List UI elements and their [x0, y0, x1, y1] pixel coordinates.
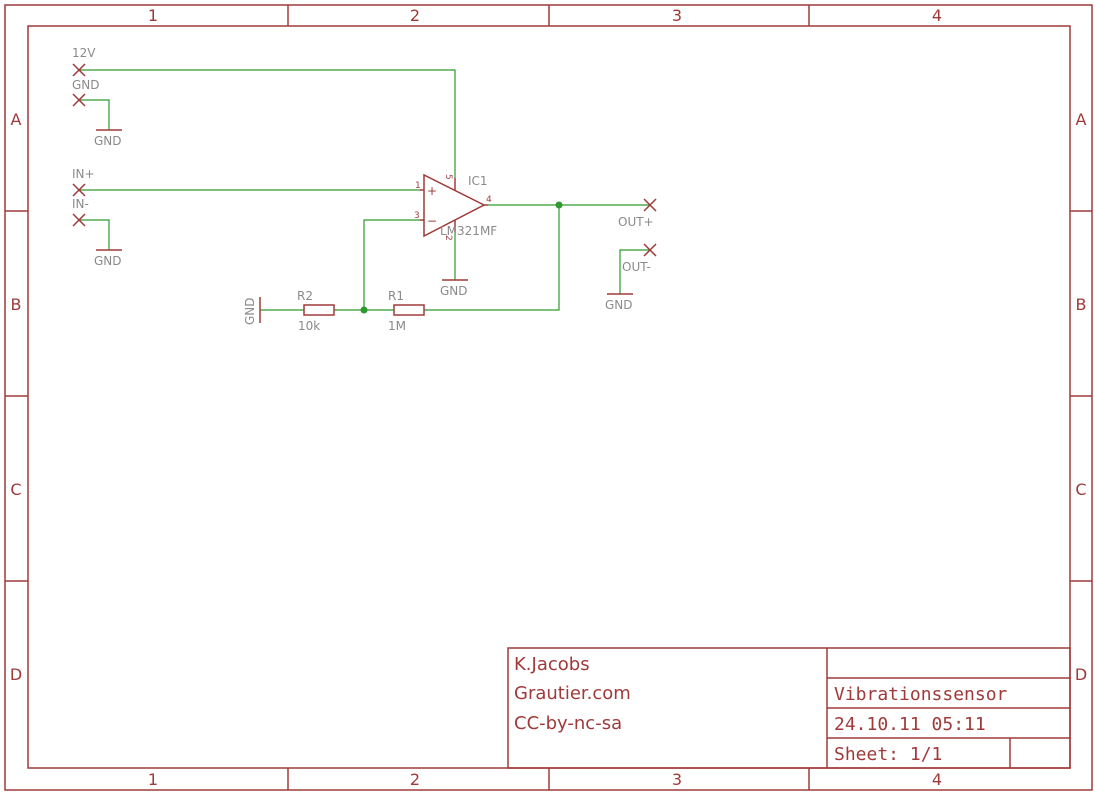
- wires: [79, 69, 650, 314]
- title-block-date: 24.10.11 05:11: [834, 714, 986, 735]
- resistor-r2-value: 10k: [298, 319, 320, 333]
- resistor-r2[interactable]: R2 10k: [297, 289, 335, 333]
- opamp-pin-4: 4: [486, 195, 492, 205]
- wire-12v: [79, 69, 456, 178]
- junction-resistor-node: [360, 306, 368, 314]
- ground-label: GND: [440, 284, 468, 298]
- row-label-left-b: B: [11, 295, 22, 314]
- opamp-minus-sign: −: [427, 214, 437, 228]
- ground-label: GND: [94, 134, 122, 148]
- connector-in-plus[interactable]: IN+: [72, 167, 95, 197]
- row-label-left-d: D: [10, 665, 22, 684]
- resistor-r1[interactable]: R1 1M: [388, 289, 425, 333]
- col-label-top-4: 4: [932, 6, 942, 25]
- row-label-right-b: B: [1076, 295, 1087, 314]
- resistor-r1-name: R1: [388, 289, 404, 303]
- title-block-author: K.Jacobs: [514, 654, 590, 675]
- frame-row-labels: A B C D A B C D: [10, 110, 1087, 684]
- ground-symbol-5: GND: [243, 297, 261, 325]
- connector-gnd-label: GND: [72, 78, 100, 92]
- opamp-pin-2: 2: [443, 235, 453, 241]
- col-label-bottom-1: 1: [148, 770, 158, 789]
- wire-gnd-input: [79, 99, 110, 130]
- opamp-ic1[interactable]: + − 1 3 4 5 2 IC1 LM321MF: [414, 173, 497, 241]
- connector-out-minus-label: OUT-: [622, 260, 651, 274]
- connector-in-minus-label: IN-: [72, 197, 89, 211]
- connector-12v-label: 12V: [72, 46, 96, 60]
- opamp-pin-5: 5: [443, 174, 453, 180]
- connector-x-icon: [72, 93, 86, 107]
- col-label-top-1: 1: [148, 6, 158, 25]
- title-block: K.Jacobs Grautier.com CC-by-nc-sa Vibrat…: [507, 647, 1071, 769]
- connector-out-plus-label: OUT+: [618, 215, 654, 229]
- resistor-body-icon: [393, 304, 425, 316]
- resistor-r1-value: 1M: [388, 319, 406, 333]
- connector-out-plus[interactable]: OUT+: [618, 198, 657, 229]
- connector-in-minus[interactable]: IN-: [72, 197, 89, 227]
- connector-x-icon: [643, 198, 657, 212]
- ground-symbol-4: GND: [605, 293, 633, 312]
- opamp-value: LM321MF: [440, 224, 497, 238]
- wire-inverting-input: [363, 219, 420, 310]
- opamp-pin-1: 1: [415, 181, 421, 191]
- row-label-right-a: A: [1076, 110, 1087, 129]
- connector-x-icon: [72, 63, 86, 77]
- ground-symbol-3: GND: [440, 279, 468, 298]
- ground-label: GND: [605, 298, 633, 312]
- col-label-bottom-2: 2: [410, 770, 420, 789]
- frame-column-labels: 1 2 3 4 1 2 3 4: [148, 6, 942, 789]
- row-label-right-d: D: [1075, 665, 1087, 684]
- title-block-title: Vibrationssensor: [834, 684, 1008, 705]
- opamp-pin-3: 3: [414, 211, 420, 221]
- opamp-name: IC1: [468, 174, 488, 188]
- wire-out-minus: [619, 249, 650, 294]
- connector-in-plus-label: IN+: [72, 167, 95, 181]
- junction-output: [555, 201, 563, 209]
- ground-symbol-1: GND: [94, 129, 122, 148]
- col-label-top-2: 2: [410, 6, 420, 25]
- title-block-site: Grautier.com: [514, 683, 631, 704]
- resistor-r2-name: R2: [297, 289, 313, 303]
- connector-x-icon: [72, 183, 86, 197]
- opamp-triangle-icon: [423, 173, 486, 238]
- connector-x-icon: [72, 213, 86, 227]
- opamp-plus-sign: +: [427, 184, 437, 198]
- row-label-right-c: C: [1075, 480, 1086, 499]
- connector-gnd[interactable]: GND: [72, 78, 100, 107]
- ground-label: GND: [94, 254, 122, 268]
- wire-feedback: [424, 205, 560, 311]
- resistor-body-icon: [303, 304, 335, 316]
- title-block-sheet: Sheet: 1/1: [834, 744, 942, 765]
- title-block-license: CC-by-nc-sa: [514, 713, 622, 734]
- col-label-bottom-4: 4: [932, 770, 942, 789]
- connector-12v[interactable]: 12V: [72, 46, 96, 77]
- connector-out-minus[interactable]: OUT-: [622, 243, 657, 274]
- wire-in-minus: [79, 219, 110, 250]
- connector-x-icon: [643, 243, 657, 257]
- row-label-left-a: A: [11, 110, 22, 129]
- col-label-top-3: 3: [672, 6, 682, 25]
- ground-symbol-2: GND: [94, 249, 122, 268]
- ground-label: GND: [243, 297, 257, 325]
- row-label-left-c: C: [10, 480, 21, 499]
- col-label-bottom-3: 3: [672, 770, 682, 789]
